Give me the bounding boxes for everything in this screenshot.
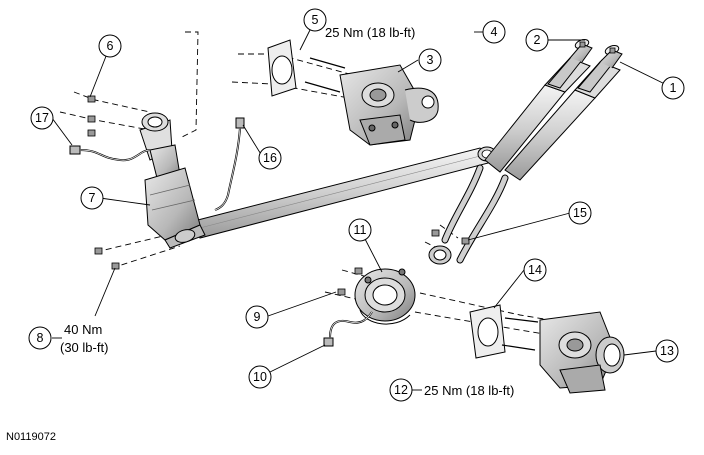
callout-8 [28,326,52,350]
oxygen-sensor-lower [323,311,373,347]
callout-label-1: 1 [670,81,677,95]
lower-flange [354,268,416,325]
callout-4 [482,20,506,44]
callout-label-13: 13 [660,344,674,358]
callout-label-4: 4 [491,25,498,39]
catalytic-converter [139,112,206,249]
callout-12 [389,378,413,402]
callout-numbers: 1 2 3 4 5 6 7 8 9 10 11 12 13 14 15 16 1… [35,13,676,397]
fasteners [87,41,616,296]
callout-16 [258,146,282,170]
callout-1 [661,76,685,100]
callout-14 [523,258,547,282]
callout-label-16: 16 [263,151,277,165]
callout-9 [245,305,269,329]
callout-label-14: 14 [528,263,542,277]
callout-label-2: 2 [534,33,541,47]
figure-id: N0119072 [6,431,56,443]
callout-label-5: 5 [312,13,319,27]
callout-label-15: 15 [573,206,587,220]
callout-15 [568,201,592,225]
callout-label-9: 9 [254,310,261,324]
callout-10 [248,365,272,389]
callout-17 [30,106,54,130]
callout-label-3: 3 [427,53,434,67]
callout-label-10: 10 [253,370,267,384]
callouts [28,8,685,402]
callout-3 [418,48,442,72]
upper-turbo-housing [267,39,439,146]
callout-6 [98,34,122,58]
torque-spec-8-line1: 40 Nm [64,322,102,337]
torque-spec-4: 25 Nm (18 lb-ft) [325,25,415,40]
lower-turbo-housing [469,304,625,394]
callout-13 [655,339,679,363]
oxygen-sensor-upstream [69,145,151,162]
callout-2 [525,28,549,52]
callout-label-12: 12 [394,383,408,397]
upper-studs [304,57,346,93]
oxygen-sensor-downstream [214,117,245,211]
callout-label-6: 6 [107,39,114,53]
y-pipe-assembly [428,39,623,265]
torque-spec-12: 25 Nm (18 lb-ft) [424,383,514,398]
callout-7 [80,186,104,210]
callout-5 [303,8,327,32]
torque-spec-8-line2: (30 lb-ft) [60,340,108,355]
callout-label-11: 11 [354,223,367,237]
callout-label-8: 8 [37,331,44,345]
callout-label-17: 17 [35,111,49,125]
callout-11 [348,218,372,242]
callout-label-7: 7 [89,191,96,205]
lower-studs [501,317,539,351]
